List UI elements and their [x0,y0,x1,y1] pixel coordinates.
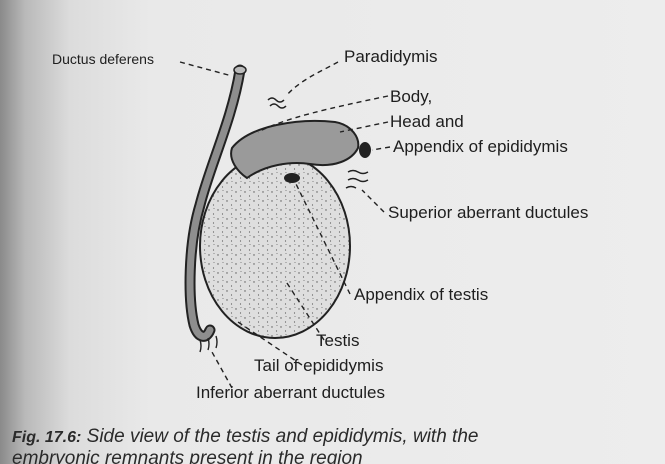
label-inferior-aberrant: Inferior aberrant ductules [196,383,385,402]
label-head-and: Head and [390,112,464,131]
label-appendix-testis: Appendix of testis [354,285,488,304]
label-tail-epididymis: Tail of epididymis [254,356,383,375]
appendix-testis-blob [284,173,300,183]
leader-paradidymis [286,62,338,96]
paradidymis-squiggles [268,98,286,108]
testis-shape [200,154,350,338]
label-ductus-deferens: Ductus deferens [52,51,154,67]
leader-superior-aberrant [362,190,384,212]
label-superior-aberrant: Superior aberrant ductules [388,203,588,222]
leader-ductus-deferens [180,62,232,76]
label-testis: Testis [316,331,359,350]
label-body: Body, [390,87,432,106]
ductus-deferens-end [234,66,246,74]
appendix-epididymis-blob [359,142,371,158]
label-appendix-epididymis: Appendix of epididymis [393,137,568,156]
leader-appendix-epididymis [372,147,390,150]
superior-aberrant-squiggles [346,171,368,189]
figure-number: Fig. 17.6: [12,429,81,446]
figure-caption-text: Side view of the testis and epididymis, … [87,426,479,447]
figure-caption-line2: embryonic remnants present in the region [12,446,665,464]
label-paradidymis: Paradidymis [344,47,438,66]
